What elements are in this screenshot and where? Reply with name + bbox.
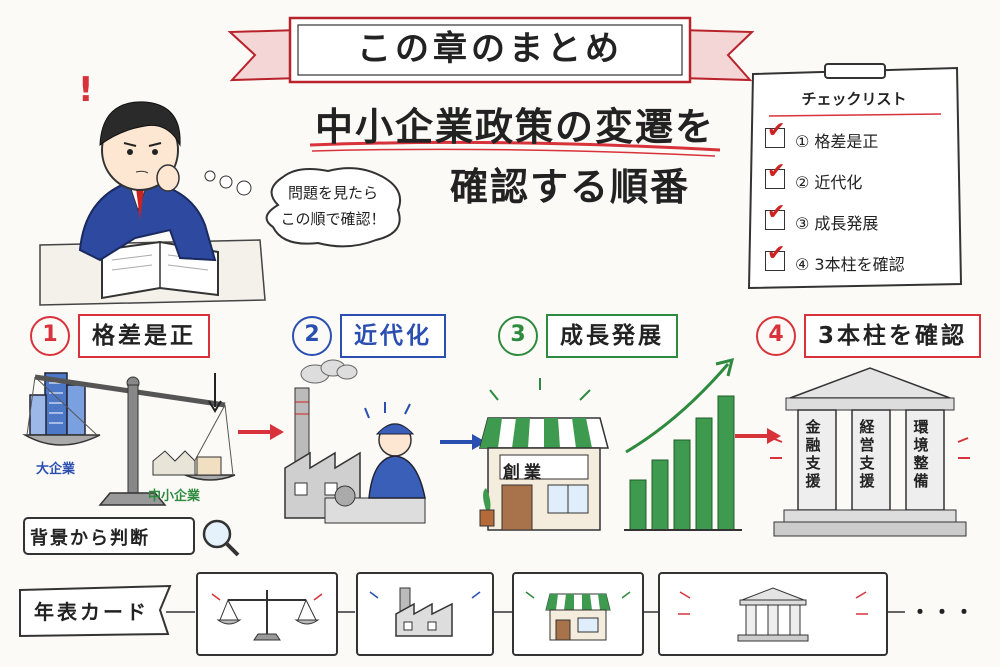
checkbox-icon — [765, 210, 785, 230]
checkbox-icon — [765, 251, 785, 271]
pillars-icon — [678, 587, 868, 642]
checkbox-icon — [765, 169, 785, 189]
pillar-1-label: 金融支援 — [805, 418, 821, 490]
step-1-label: 格差是正 — [78, 314, 210, 358]
checklist-title: チェックリスト — [801, 90, 907, 108]
small-company-label: 中小企業 — [148, 489, 201, 504]
timeline-card-3[interactable] — [512, 572, 644, 656]
shop-sign: 創業 — [503, 463, 545, 483]
timeline-card-2[interactable] — [356, 572, 494, 656]
arrow-right-icon — [735, 428, 781, 444]
step-4-label: 3本柱を確認 — [804, 314, 982, 358]
bubble-line-2: この順で確認！ — [280, 210, 386, 228]
factory-worker-icon — [284, 359, 426, 524]
checkmark-icon: ✔ — [767, 118, 786, 143]
checkmark-icon: ✔ — [767, 159, 786, 184]
timeline-track — [19, 584, 905, 638]
step-3-label: 成長発展 — [546, 314, 678, 358]
speech-bubble-text: 問題を見たら この順で確認！ — [268, 180, 398, 232]
balance-scale-icon — [22, 372, 236, 506]
big-company-label: 大企業 — [36, 462, 76, 477]
speech-bubble-icon — [265, 167, 402, 248]
checkbox-icon — [765, 128, 785, 148]
scale-icon — [211, 590, 323, 641]
student-illustration — [39, 101, 266, 306]
shop-and-growth-icon — [479, 357, 742, 531]
pill-frame — [23, 517, 240, 557]
checklist-board: チェックリスト ✔ ① 格差是正 ✔ ② 近代化 ✔ ③ 成長発展 ✔ ④ 3本… — [745, 63, 963, 290]
clipboard-icon — [747, 63, 963, 290]
arrow-right-icon — [238, 424, 284, 440]
pillar-2-label: 経営支援 — [859, 418, 875, 490]
timeline-ellipsis: ・・・ — [910, 600, 976, 624]
three-pillars-icon — [770, 367, 970, 537]
checkmark-icon: ✔ — [767, 200, 786, 225]
exclamation-mark: ! — [78, 70, 94, 110]
shop-icon — [525, 591, 631, 641]
step-1-number: 1 — [30, 316, 70, 356]
step-4-number: 4 — [756, 316, 796, 356]
factory-icon — [369, 587, 481, 637]
pillar-3-label: 環境整備 — [913, 418, 929, 490]
subtitle-line-2: 確認する順番 — [449, 165, 690, 209]
step-3-number: 3 — [498, 316, 538, 356]
bubble-line-1: 問題を見たら — [287, 184, 378, 202]
step-2-number: 2 — [292, 316, 332, 356]
timeline-card-1[interactable] — [196, 572, 338, 656]
arrow-right-icon — [440, 434, 486, 450]
timeline-card-4[interactable] — [658, 572, 888, 656]
chapter-summary-title: この章のまとめ — [357, 29, 623, 69]
timeline-card-label: 年表カード — [34, 600, 149, 624]
checkmark-icon: ✔ — [767, 241, 786, 266]
background-judgement-label: 背景から判断 — [30, 528, 150, 549]
subtitle-line-1: 中小企業政策の変遷を — [314, 105, 715, 149]
step-2-label: 近代化 — [340, 314, 446, 358]
magnifier-icon — [207, 524, 208, 525]
